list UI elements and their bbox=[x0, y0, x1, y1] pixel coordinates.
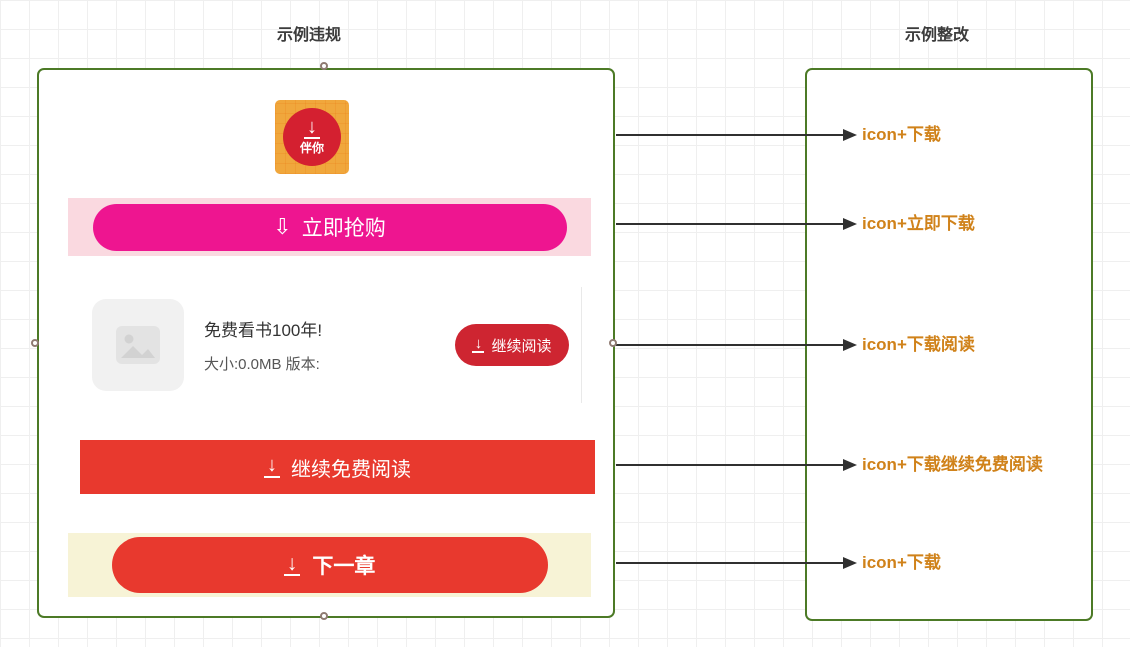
connector-arrow-read[interactable] bbox=[616, 339, 857, 351]
image-placeholder-icon bbox=[116, 326, 160, 364]
image-placeholder bbox=[92, 299, 184, 391]
download-icon: ↓ bbox=[283, 553, 301, 577]
violation-box[interactable]: ↓ 伴你 ⇩ 立即抢购 免费看书100年! bbox=[37, 68, 615, 618]
download-icon: ↓ bbox=[304, 117, 320, 140]
download-icon: ↓ bbox=[472, 336, 485, 354]
app-card-title: 免费看书100年! bbox=[204, 321, 323, 340]
connector-arrow-free-reading[interactable] bbox=[616, 459, 857, 471]
download-icon: ⇩ bbox=[273, 214, 292, 239]
app-icon-circle: ↓ 伴你 bbox=[283, 108, 341, 166]
next-chapter-strip: ↓ 下一章 bbox=[68, 533, 591, 597]
connection-point-bottom[interactable] bbox=[320, 612, 328, 620]
continue-reading-button-label: 继续阅读 bbox=[491, 337, 552, 355]
continue-free-reading-label: 继续免费阅读 bbox=[291, 458, 411, 481]
next-chapter-button-label: 下一章 bbox=[312, 555, 376, 578]
buy-now-strip: ⇩ 立即抢购 bbox=[68, 198, 591, 256]
fix-label-download-2: icon+下载 bbox=[862, 553, 941, 572]
fix-label-download: icon+下载 bbox=[862, 125, 941, 144]
connector-arrow-next-chapter[interactable] bbox=[616, 557, 857, 569]
next-chapter-button[interactable]: ↓ 下一章 bbox=[111, 537, 548, 593]
continue-reading-button[interactable]: ↓ 继续阅读 bbox=[455, 324, 569, 366]
arrowhead-icon bbox=[843, 339, 857, 351]
connection-point-right[interactable] bbox=[609, 339, 617, 347]
fix-label-download-free-reading: icon+下载继续免费阅读 bbox=[862, 455, 1043, 474]
arrowhead-icon bbox=[843, 218, 857, 230]
arrowhead-icon bbox=[843, 459, 857, 471]
app-icon-label: 伴你 bbox=[299, 141, 324, 156]
app-card-meta: 大小:0.0MB 版本: bbox=[204, 356, 320, 373]
arrowhead-icon bbox=[843, 557, 857, 569]
connector-arrow-buy-now[interactable] bbox=[616, 218, 857, 230]
continue-free-reading-button[interactable]: ↓ 继续免费阅读 bbox=[80, 440, 595, 494]
violation-column-title: 示例违规 bbox=[276, 27, 341, 44]
fix-label-immediate-download: icon+立即下载 bbox=[862, 214, 975, 233]
connector-arrow-download[interactable] bbox=[616, 129, 857, 141]
app-card-texts: 免费看书100年! 大小:0.0MB 版本: bbox=[204, 316, 455, 374]
rectification-column-title: 示例整改 bbox=[904, 27, 969, 44]
app-icon[interactable]: ↓ 伴你 bbox=[275, 100, 349, 174]
app-card: 免费看书100年! 大小:0.0MB 版本: ↓ 继续阅读 bbox=[90, 287, 582, 403]
connection-point-left[interactable] bbox=[31, 339, 39, 347]
buy-now-button-label: 立即抢购 bbox=[301, 217, 386, 240]
download-icon: ↓ bbox=[264, 455, 280, 478]
arrowhead-icon bbox=[843, 129, 857, 141]
buy-now-button[interactable]: ⇩ 立即抢购 bbox=[92, 203, 567, 251]
connection-point-top[interactable] bbox=[320, 62, 328, 70]
fix-label-download-read: icon+下载阅读 bbox=[862, 335, 975, 354]
